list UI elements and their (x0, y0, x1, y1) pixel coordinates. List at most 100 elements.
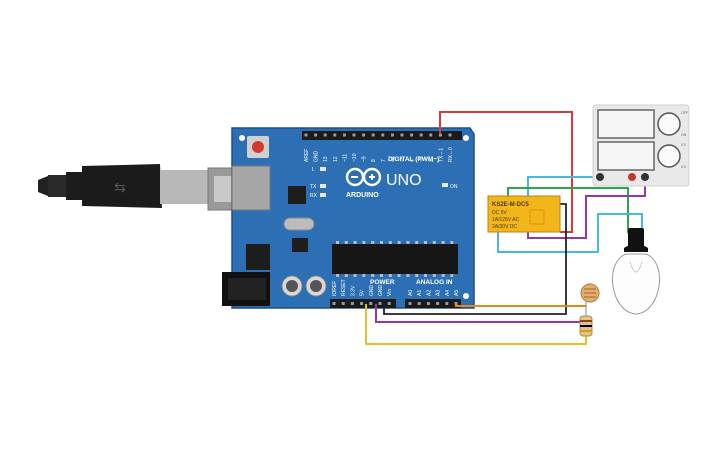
header-pin-hole[interactable] (387, 302, 391, 305)
header-pin-hole[interactable] (408, 302, 412, 305)
header-pin-hole[interactable] (429, 133, 433, 137)
tx-label: TX (310, 184, 317, 190)
resistor[interactable] (579, 315, 593, 337)
wire-cyan[interactable] (527, 176, 600, 196)
header-pin-hole[interactable] (350, 302, 354, 305)
header-pin-hole[interactable] (410, 133, 414, 137)
light-bulb[interactable] (612, 228, 660, 315)
l-label: L (312, 167, 315, 173)
wire-orange[interactable] (455, 304, 586, 307)
top-pin-label: ~10 (352, 153, 358, 162)
header-pin-hole[interactable] (362, 133, 366, 137)
power-pin-label: GND (378, 285, 384, 297)
terminal-black[interactable] (596, 173, 604, 181)
knob2-top-label: 0.0 (681, 143, 686, 147)
header-pin-hole[interactable] (390, 133, 394, 137)
top-pin-holes (304, 133, 452, 137)
wire-purple-lower[interactable] (375, 304, 586, 323)
top-pin-label: 7 (381, 159, 387, 162)
power-pin-label: Vin (387, 289, 393, 296)
header-pin-hole[interactable] (400, 133, 404, 137)
header-pin-hole[interactable] (445, 302, 449, 305)
top-pin-label: 2 (429, 159, 435, 162)
power-supply[interactable]: OFF ON 0.0 0.0 (592, 104, 690, 187)
wire-cyan-lower[interactable] (497, 213, 643, 253)
header-pin-hole[interactable] (426, 302, 430, 305)
power-pin-label: RESET (341, 279, 347, 296)
header-pin-hole[interactable] (378, 302, 382, 305)
header-pin-hole[interactable] (417, 302, 421, 305)
model-label: UNO (386, 172, 422, 189)
usb-icon: ⇆ (114, 180, 126, 196)
header-pin-hole[interactable] (436, 302, 440, 305)
top-pin-label: ~3 (419, 156, 425, 162)
wires (365, 111, 646, 345)
crystal (283, 217, 315, 231)
header-pin-hole[interactable] (314, 133, 318, 137)
header-pin-hole[interactable] (332, 302, 336, 305)
header-pin-hole[interactable] (323, 133, 327, 137)
power-header-label: POWER (370, 279, 395, 286)
power-pin-label: IOREF (332, 281, 338, 296)
analog-pin-label: A1 (417, 290, 423, 296)
header-pin-hole[interactable] (369, 302, 373, 305)
header-pin-hole[interactable] (333, 133, 337, 137)
header-pin-hole[interactable] (454, 302, 458, 305)
analog-pin-label: A4 (445, 290, 451, 296)
analog-header[interactable] (405, 299, 461, 308)
knob-bottom[interactable] (657, 144, 681, 168)
header-pin-hole[interactable] (341, 302, 345, 305)
wire-yellow[interactable] (365, 304, 587, 345)
header-pin-hole[interactable] (371, 133, 375, 137)
header-pin-hole[interactable] (360, 302, 364, 305)
atmega-chip (332, 244, 458, 274)
display-bottom (597, 141, 655, 171)
on-label: ON (450, 184, 458, 190)
knob2-bottom-label: 0.0 (681, 165, 686, 169)
relay-part-label: KS2E-M-DC5 (492, 202, 529, 208)
bulb-socket (628, 228, 644, 248)
top-pin-label: TX→1 (438, 148, 444, 162)
relay-module[interactable]: KS2E-M-DC5 DC 5V 1A/125V AC 2A/30V DC (487, 195, 561, 233)
relay-line-1: DC 5V (492, 210, 507, 216)
power-pin-label: 5V (360, 289, 366, 296)
header-pin-hole[interactable] (438, 133, 442, 137)
voltage-regulator (246, 244, 270, 270)
wire-purple[interactable] (527, 178, 646, 239)
display-top (597, 109, 655, 139)
power-pin-label: GND (369, 285, 375, 297)
top-pin-label: 13 (323, 156, 329, 162)
rx-label: RX (310, 193, 318, 199)
top-pin-label: ~5 (400, 156, 406, 162)
bottom-pin-holes (332, 302, 458, 305)
top-pin-label: RX←0 (448, 147, 454, 162)
top-pin-label: ~6 (390, 156, 396, 162)
analog-pin-label: A3 (436, 290, 442, 296)
digital-header-label: DIGITAL (PWM~) (388, 156, 439, 163)
knob-top[interactable] (657, 112, 681, 136)
top-pin-label: 4 (410, 159, 416, 162)
knob1-top-label: OFF (681, 111, 688, 115)
usb-port (231, 165, 271, 211)
header-pin-hole[interactable] (304, 133, 308, 137)
header-pin-hole[interactable] (448, 133, 452, 137)
terminal-black-2[interactable] (641, 173, 649, 181)
brand-label: ARDUINO (346, 192, 379, 199)
header-pin-hole[interactable] (342, 133, 346, 137)
header-pin-hole[interactable] (381, 133, 385, 137)
terminal-red[interactable] (628, 173, 636, 181)
header-pin-hole[interactable] (419, 133, 423, 137)
analog-pin-label: A5 (454, 290, 460, 296)
top-pin-label: 12 (333, 156, 339, 162)
wire-red[interactable] (439, 111, 573, 233)
top-pin-label: 8 (371, 159, 377, 162)
wire-black[interactable] (383, 203, 567, 315)
analog-pin-label: A0 (408, 290, 414, 296)
top-pin-label: GND (314, 151, 320, 163)
header-pin-hole[interactable] (352, 133, 356, 137)
